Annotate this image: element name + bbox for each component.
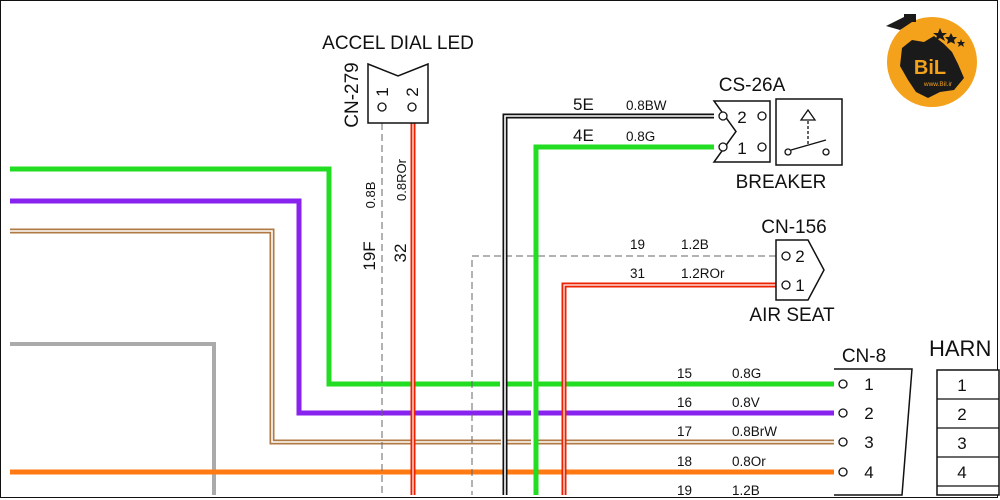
cn8-id: CN-8: [842, 346, 886, 367]
bil-logo: BiL www.Bil.ir: [885, 14, 979, 109]
cs26a-id: CS-26A: [719, 75, 786, 96]
cs26a-pin1-label: 1: [737, 139, 746, 158]
bil-logo-text: BiL: [914, 57, 946, 79]
connector-cn279: 1 2: [367, 62, 429, 124]
wire-gray: [10, 342, 216, 495]
harness-row-2: 2: [957, 405, 966, 424]
harness-row-4: 4: [957, 463, 966, 482]
wire-31-number: 31: [630, 266, 645, 281]
cs26a-pin2-label: 2: [737, 108, 746, 127]
harness-table: 1 2 3 4: [936, 369, 1000, 496]
wire-17-spec: 0.8BrW: [732, 424, 777, 439]
wire-dashed-19: [471, 255, 776, 495]
cn156-pin2-label: 2: [795, 247, 804, 266]
wire-green-15: [10, 166, 834, 387]
harness-title: HARN: [929, 336, 991, 361]
wire-18-spec: 0.8Or: [732, 454, 766, 469]
wire-19f-number: 19F: [360, 241, 379, 270]
wire-19-row-number: 19: [677, 483, 692, 498]
wire-16-spec: 0.8V: [732, 395, 760, 410]
wire-19-spec: 1.2B: [681, 237, 709, 252]
wire-5e-spec: 0.8BW: [626, 98, 667, 113]
cs26a-label: BREAKER: [736, 172, 827, 193]
wire-15-number: 15: [677, 366, 692, 381]
cn279-id: CN-279: [342, 62, 363, 127]
wire-32-number: 32: [391, 244, 410, 263]
connector-cn8: 1 2 3 4: [834, 368, 913, 496]
cn156-id: CN-156: [761, 217, 826, 238]
wire-19f-spec: 0.8B: [363, 182, 378, 209]
cn279-pin1-label: 1: [373, 87, 392, 96]
wire-4e-spec: 0.8G: [626, 129, 655, 144]
cn156-pin1-label: 1: [795, 276, 804, 295]
wire-31-spec: 1.2ROr: [681, 266, 725, 281]
wire-5e-number: 5E: [573, 95, 594, 114]
harness-row-3: 3: [957, 434, 966, 453]
wire-4e-number: 4E: [573, 126, 594, 145]
wire-19-number: 19: [630, 237, 645, 252]
connector-cs26a: 2 1: [712, 98, 843, 166]
harness-row-1: 1: [957, 376, 966, 395]
cn8-pin3-label: 3: [864, 433, 873, 452]
cn8-pin2-label: 2: [864, 404, 873, 423]
cn279-title: ACCEL DIAL LED: [322, 33, 474, 54]
wire-16-number: 16: [677, 395, 692, 410]
cn8-pin1-label: 1: [864, 375, 873, 394]
connector-cn156: 2 1: [775, 239, 825, 301]
wire-32-spec: 0.8ROr: [394, 158, 409, 201]
bil-logo-site: www.Bil.ir: [923, 81, 953, 88]
wire-15-spec: 0.8G: [732, 366, 761, 381]
wire-18-number: 18: [677, 454, 692, 469]
cn156-label: AIR SEAT: [749, 305, 835, 326]
wire-17-number: 17: [677, 424, 692, 439]
cn279-pin2-label: 2: [403, 87, 422, 96]
wire-19-row-spec: 1.2B: [732, 483, 760, 498]
wire-brown-white-17: [10, 228, 834, 445]
cn8-pin4-label: 4: [864, 463, 873, 482]
